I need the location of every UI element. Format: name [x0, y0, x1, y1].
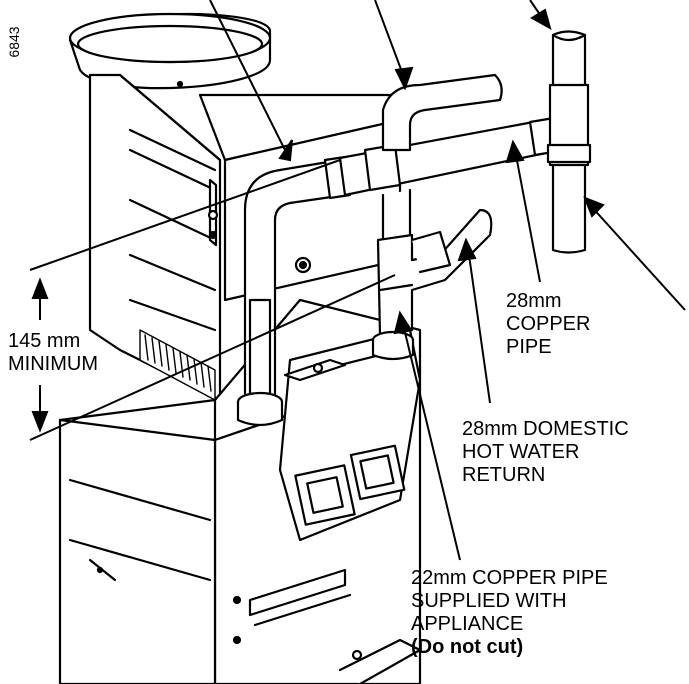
copper-pipe-vertical-right: [546, 30, 592, 254]
flue-collar: [68, 12, 272, 90]
label-line: COPPER: [506, 313, 591, 335]
label-line: SUPPLIED WITH: [411, 590, 567, 612]
label-line: 28mm: [506, 290, 562, 312]
do-not-cut-warning: (Do not cut): [411, 636, 524, 658]
domestic-return-pipe: [371, 208, 493, 361]
label-line: 145 mm: [8, 330, 81, 352]
return-pipe-upper: [381, 73, 503, 242]
label-domestic-return: 28mm DOMESTIC HOT WATER RETURN: [462, 418, 629, 487]
flow-pipe-left: [236, 155, 352, 427]
label-28mm-copper-pipe: 28mm COPPER PIPE: [506, 290, 590, 359]
label-line: PIPE: [506, 336, 552, 358]
brush-seal: [139, 329, 216, 401]
label-line: 28mm DOMESTIC: [462, 418, 629, 440]
label-line: 22mm COPPER PIPE: [411, 567, 608, 589]
label-line: APPLIANCE: [411, 613, 524, 635]
leader-arrows: [209, 0, 686, 561]
label-145mm-minimum: 145 mm MINIMUM: [8, 330, 98, 376]
label-line: RETURN: [462, 464, 546, 486]
label-line: MINIMUM: [8, 353, 98, 375]
boiler-lower-casing: [58, 298, 422, 684]
label-22mm-copper-pipe: 22mm COPPER PIPE SUPPLIED WITH APPLIANCE…: [411, 567, 608, 659]
figure-number: 6843: [6, 26, 22, 58]
copper-pipe-28-horizontal: [338, 115, 567, 197]
minimum-dimension: [29, 159, 396, 441]
label-line: HOT WATER: [462, 441, 580, 463]
